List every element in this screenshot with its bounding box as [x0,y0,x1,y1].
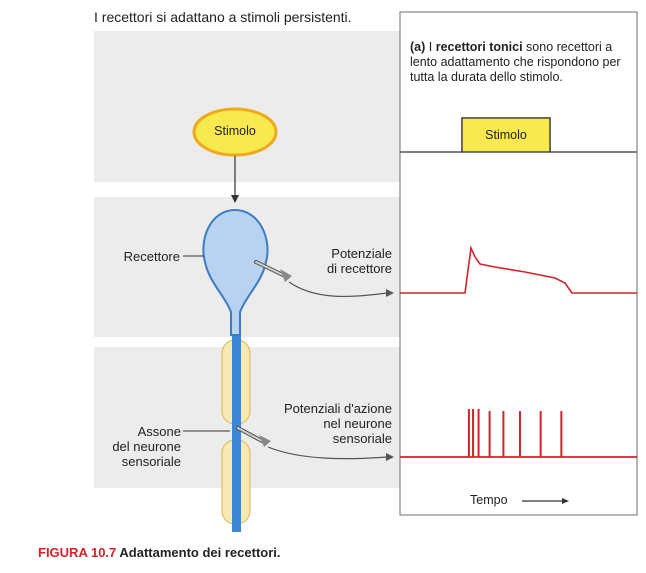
action-potentials-label-line3: sensoriale [332,431,392,446]
stimulus-box [461,117,551,153]
caption-text: Adattamento dei recettori. [119,545,281,560]
time-label: Tempo [470,493,508,507]
stimulus-trace-label: Stimolo [485,128,527,142]
axon-label-line1: Assone [137,424,181,439]
axon-label-line3: sensoriale [121,454,181,469]
caption-number: FIGURA 10.7 [38,545,117,560]
axon-label-line2: del neurone [112,439,181,454]
action-potential-arrowhead [386,453,394,461]
receptor-potential-label-line1: Potenziale [331,246,392,261]
axon [232,300,241,532]
action-potential-arrow [267,446,388,460]
figure-caption: FIGURA 10.7 Adattamento dei recettori. [38,545,281,560]
action-potentials-label-line2: nel neurone [323,416,392,431]
desc-pre: I [428,40,433,54]
stimulus-oval-label: Stimolo [214,124,256,138]
receptor-potential-arrow [288,281,388,298]
receptor-potential-trace [400,245,637,294]
desc-bold: recettori tonici [435,40,523,54]
stimulus-oval [192,107,278,157]
receptor-potential-label-line2: di recettore [326,261,392,276]
figure-title: I recettori si adattano a stimoli persis… [94,9,352,25]
receptor-bulb [202,208,269,336]
desc-rest: sono recettori a lento adattamento che r… [410,40,621,84]
receptor-potential-arrowhead [386,289,394,297]
time-arrowhead [562,498,569,504]
electrode-receptor [254,260,292,282]
electrode-axon [236,426,271,447]
axon-label: Assone del neurone sensoriale [95,424,181,469]
spike-train [467,409,563,457]
panel-frame [399,11,638,516]
receptor-potential-label: Potenziale di recettore [290,246,392,276]
panel-letter: (a) [410,40,426,54]
action-potentials-label: Potenziali d'azione nel neurone sensoria… [262,401,392,446]
action-potentials-label-line1: Potenziali d'azione [284,401,392,416]
stimulus-arrowhead [231,195,239,203]
panel-description: (a) I recettori tonici sono recettori a … [410,40,635,85]
receptor-label: Recettore [123,249,180,264]
